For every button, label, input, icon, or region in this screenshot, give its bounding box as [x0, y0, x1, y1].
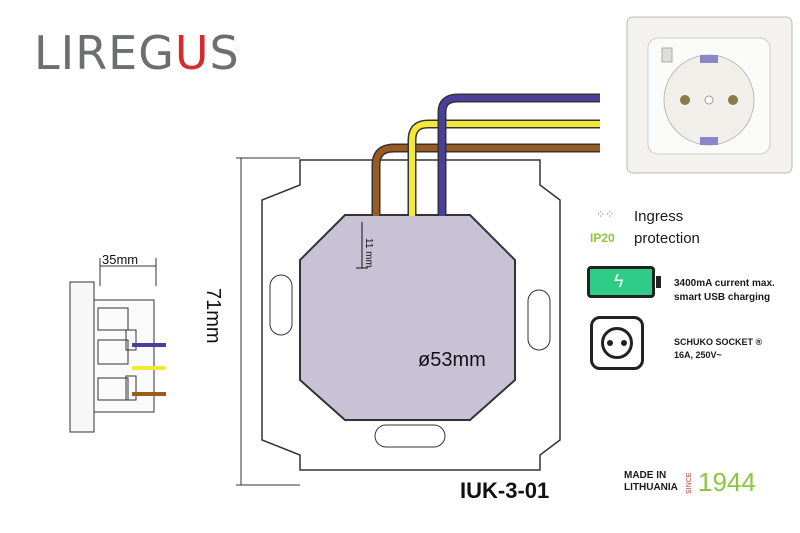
water-drops-icon: ⁘⁘	[596, 209, 615, 221]
logo-text-b: U	[174, 26, 210, 80]
socket-icon	[590, 316, 644, 370]
height-dimension	[236, 157, 300, 486]
diameter-label: ø53mm	[418, 349, 486, 371]
lightning-icon: ϟ	[614, 271, 624, 291]
socket-box	[299, 214, 516, 421]
battery-icon: ϟ	[587, 266, 661, 298]
ip-code: IP20	[590, 231, 615, 245]
ingress-label: Ingress protection	[634, 208, 700, 247]
wire-yellow	[409, 121, 600, 216]
brand-logo: LIREGUS	[34, 30, 240, 76]
side-view	[69, 258, 157, 433]
frame-slot-right	[527, 289, 551, 351]
made-in-badge: MADE IN LITHUANIA SINCE 1944	[624, 467, 756, 497]
frame-slot-bottom	[374, 424, 446, 448]
frame-slot-left	[269, 274, 293, 336]
product-photo	[626, 16, 793, 174]
wire-brown	[373, 145, 600, 216]
model-number: IUK-3-01	[460, 478, 550, 503]
usb-label: 3400mA current max. smart USB charging	[674, 278, 775, 303]
depth-label: 35mm	[102, 252, 138, 267]
logo-text-a: LIREG	[34, 26, 175, 80]
logo-text-c: S	[209, 26, 240, 80]
schuko-label: SCHUKO SOCKET ® 16A, 250V~	[674, 337, 763, 360]
wire-blue	[439, 95, 600, 216]
offset-label: 11 mm	[363, 238, 374, 268]
ip-rating-badge: ⁘⁘ IP20	[590, 208, 628, 246]
height-label: 71mm	[202, 288, 224, 344]
